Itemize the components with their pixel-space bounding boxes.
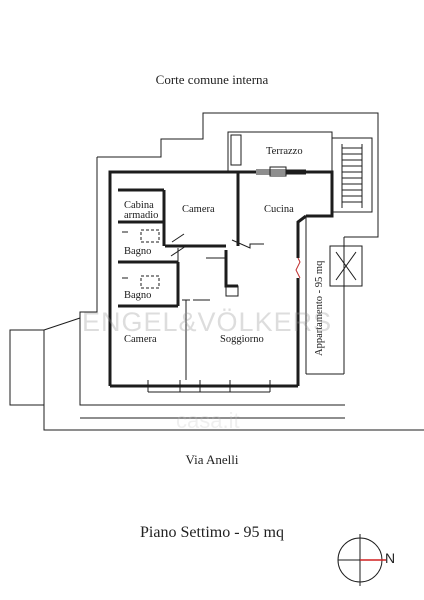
door-swing-1 <box>171 233 185 243</box>
watermark-logo: ENGEL&VÖLKERS <box>82 307 333 337</box>
terrace-door <box>269 166 287 177</box>
elevator-cross <box>335 251 357 281</box>
apartment-wall-top <box>108 170 256 182</box>
outer-left-wall <box>79 157 345 406</box>
room-label-bathroom-2: Bagno <box>124 290 152 301</box>
room-label-closet: Cabina armadio <box>124 200 159 221</box>
room-label-kitchen: Cucina <box>264 204 294 215</box>
watermark-secondary: casa.it <box>176 408 240 433</box>
room-label-bathroom-1: Bagno <box>124 246 152 257</box>
room-label-closet-line2: armadio <box>124 210 159 221</box>
door-kitchen <box>231 239 264 249</box>
bathroom2-fixture <box>140 275 160 289</box>
room-label-bedroom-top: Camera <box>182 204 215 215</box>
compass-north-label: N <box>385 550 396 566</box>
adjacent-building-link <box>43 317 81 331</box>
street-label: Via Anelli <box>185 452 239 467</box>
terrace-planter <box>230 134 242 166</box>
compass <box>337 534 386 586</box>
floor-caption: Piano Settimo - 95 mq <box>140 524 284 541</box>
window-1 <box>147 380 271 392</box>
fixture-mark-1 <box>122 231 128 279</box>
stairwell <box>331 137 373 213</box>
building-outline <box>97 112 379 238</box>
terrace-railing <box>256 169 306 175</box>
room-label-closet-line1: Cabina <box>124 200 154 211</box>
stairs-steps <box>341 144 363 208</box>
room-label-bedroom-bottom: Camera <box>124 334 157 345</box>
elevator-shaft <box>329 245 363 287</box>
bathroom1-fixture <box>140 229 160 243</box>
kitchen-corner <box>295 257 301 279</box>
pillar-box <box>225 285 239 297</box>
kitchen-wall-right <box>296 214 307 258</box>
room-label-terrace: Terrazzo <box>266 146 303 157</box>
adjacent-building <box>9 329 45 406</box>
wall-central-pillar <box>224 250 238 288</box>
room-label-living: Soggiorno <box>220 334 264 345</box>
courtyard-label: Corte comune interna <box>155 72 269 87</box>
street-line-1 <box>43 405 424 431</box>
